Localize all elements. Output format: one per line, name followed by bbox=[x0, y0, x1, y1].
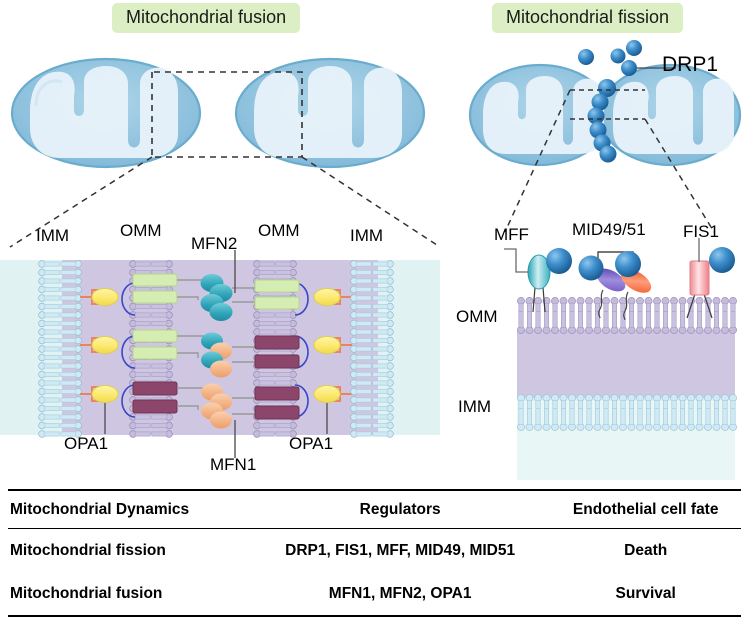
cell-dynamics-fusion: Mitochondrial fusion bbox=[10, 585, 163, 602]
drp1-sphere-mid49 bbox=[578, 255, 604, 281]
mitochondrial-dynamics-table: Mitochondrial Dynamics Regulators Endoth… bbox=[8, 489, 741, 617]
omm-left-bilayer bbox=[129, 260, 173, 438]
cell-fate-fusion: Survival bbox=[615, 585, 676, 602]
mid51-body bbox=[620, 269, 652, 293]
mfn-head-domains bbox=[177, 274, 257, 429]
table-header-row: Mitochondrial Dynamics Regulators Endoth… bbox=[8, 490, 741, 529]
header-dynamics: Mitochondrial Dynamics bbox=[10, 501, 190, 518]
label-omm-right: OMM bbox=[258, 221, 300, 240]
fission-detail-panel bbox=[504, 238, 737, 480]
mfn-right-bars bbox=[254, 279, 309, 420]
fusion-callout-box bbox=[151, 71, 303, 158]
mid49-51-receptors bbox=[578, 251, 652, 321]
label-mfn2: MFN2 bbox=[191, 234, 238, 253]
mfn-left-bars bbox=[121, 273, 178, 418]
mid-bracket bbox=[597, 251, 634, 262]
mitochondrion-fusion-right bbox=[234, 57, 426, 169]
cell-regulators-fission: DRP1, FIS1, MFF, MID49, MID51 bbox=[285, 542, 516, 559]
label-imm-fission: IMM bbox=[458, 397, 492, 416]
opa1-right-group bbox=[313, 288, 352, 434]
opa1-left-group bbox=[80, 288, 119, 434]
drp1-sphere-mff bbox=[546, 248, 572, 274]
label-mfn1: MFN1 bbox=[210, 455, 257, 474]
fusion-detail-panel bbox=[0, 250, 440, 458]
imm-bilayer-fission bbox=[517, 394, 737, 431]
cell-regulators-fusion: MFN1, MFN2, OPA1 bbox=[328, 585, 472, 602]
label-mff: MFF bbox=[494, 225, 529, 244]
cell-fate-fission: Death bbox=[624, 542, 668, 559]
mitochondrion-fusion-left bbox=[10, 57, 202, 169]
label-mid49-51: MID49/51 bbox=[572, 220, 646, 239]
mid49-body bbox=[596, 268, 626, 292]
omm-right-bilayer bbox=[253, 260, 297, 438]
table-head: Mitochondrial Dynamics Regulators Endoth… bbox=[8, 490, 741, 529]
drp1-spheres bbox=[578, 40, 642, 163]
label-opa1-right: OPA1 bbox=[289, 434, 334, 453]
table-row: Mitochondrial fusion MFN1, MFN2, OPA1 Su… bbox=[8, 572, 741, 616]
summary-table-wrapper: Mitochondrial Dynamics Regulators Endoth… bbox=[8, 489, 741, 617]
mff-receptor bbox=[504, 248, 572, 313]
omm-bilayer-fission bbox=[517, 297, 737, 334]
label-imm-left: IMM bbox=[36, 226, 70, 245]
label-fis1: FIS1 bbox=[683, 222, 719, 241]
label-drp1: DRP1 bbox=[662, 53, 719, 76]
label-omm-left: OMM bbox=[120, 221, 162, 240]
panel-title-fission: Mitochondrial fission bbox=[492, 3, 684, 33]
label-opa1-left: OPA1 bbox=[64, 434, 109, 453]
panel-title-fusion: Mitochondrial fusion bbox=[112, 3, 301, 33]
label-imm-right: IMM bbox=[350, 226, 384, 245]
label-omm-fission: OMM bbox=[456, 307, 498, 326]
drp1-sphere-mid51 bbox=[615, 251, 641, 277]
table-body: Mitochondrial fission DRP1, FIS1, MFF, M… bbox=[8, 529, 741, 616]
mitochondrion-fission bbox=[468, 63, 742, 167]
header-cell-fate: Endothelial cell fate bbox=[572, 501, 719, 518]
header-regulators: Regulators bbox=[359, 501, 441, 518]
fission-callout-lines bbox=[504, 89, 715, 233]
imm-right-bilayer bbox=[350, 260, 394, 438]
fission-callout-box bbox=[570, 89, 645, 120]
table-row: Mitochondrial fission DRP1, FIS1, MFF, M… bbox=[8, 529, 741, 573]
imm-left-bilayer bbox=[38, 260, 82, 438]
drp1-sphere-fis1 bbox=[709, 247, 735, 273]
cell-dynamics-fission: Mitochondrial fission bbox=[10, 542, 166, 559]
fis1-receptor bbox=[686, 238, 735, 319]
